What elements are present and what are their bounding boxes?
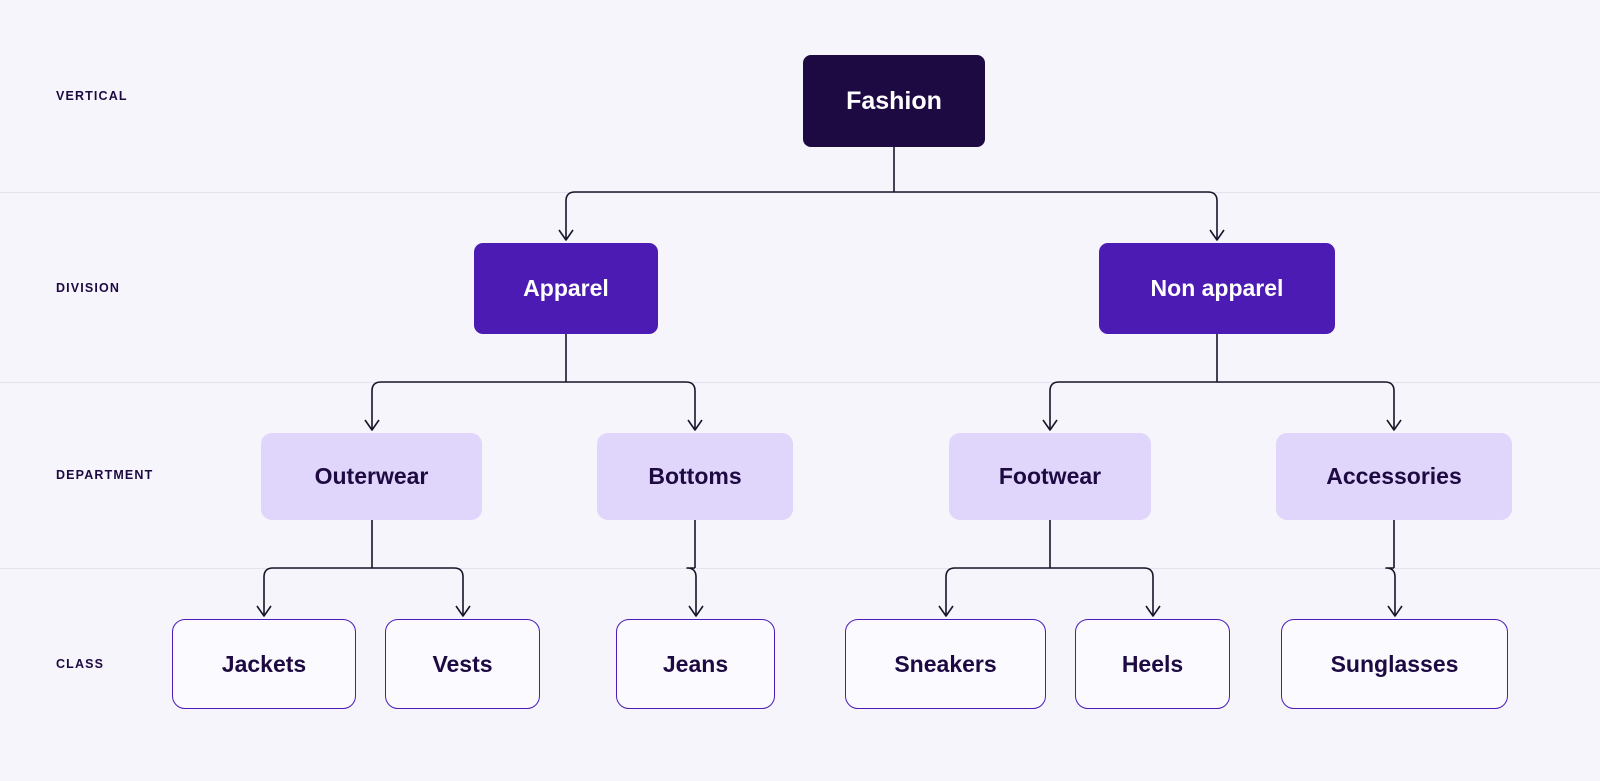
node-label-nonapparel: Non apparel (1150, 275, 1284, 302)
row-label-class: CLASS (56, 657, 105, 671)
node-label-jackets: Jackets (221, 650, 307, 677)
node-label-fashion: Fashion (846, 86, 942, 115)
node-label-sunglasses: Sunglasses (1330, 650, 1459, 677)
node-sunglasses[interactable]: Sunglasses (1281, 619, 1508, 709)
node-label-outerwear: Outerwear (314, 463, 429, 490)
node-apparel[interactable]: Apparel (474, 243, 658, 334)
node-bottoms[interactable]: Bottoms (597, 433, 793, 520)
node-sneakers[interactable]: Sneakers (845, 619, 1046, 709)
node-label-vests: Vests (432, 650, 493, 677)
node-outerwear[interactable]: Outerwear (261, 433, 482, 520)
node-footwear[interactable]: Footwear (949, 433, 1151, 520)
node-label-accessories: Accessories (1326, 463, 1462, 490)
node-label-jeans: Jeans (662, 650, 729, 677)
node-nonapparel[interactable]: Non apparel (1099, 243, 1335, 334)
node-label-apparel: Apparel (523, 275, 609, 302)
row-band-division (0, 192, 1600, 382)
band-divider-department (0, 382, 1600, 383)
node-label-sneakers: Sneakers (894, 650, 997, 677)
row-label-department: DEPARTMENT (56, 468, 154, 482)
node-label-footwear: Footwear (998, 463, 1102, 490)
row-label-division: DIVISION (56, 281, 121, 295)
band-divider-class (0, 568, 1600, 569)
node-label-bottoms: Bottoms (648, 463, 742, 490)
node-heels[interactable]: Heels (1075, 619, 1230, 709)
row-band-vertical (0, 0, 1600, 192)
node-vests[interactable]: Vests (385, 619, 540, 709)
node-fashion[interactable]: Fashion (803, 55, 985, 147)
band-divider-division (0, 192, 1600, 193)
node-jackets[interactable]: Jackets (172, 619, 356, 709)
row-label-vertical: VERTICAL (56, 89, 128, 103)
node-label-heels: Heels (1121, 650, 1184, 677)
node-accessories[interactable]: Accessories (1276, 433, 1512, 520)
node-jeans[interactable]: Jeans (616, 619, 775, 709)
